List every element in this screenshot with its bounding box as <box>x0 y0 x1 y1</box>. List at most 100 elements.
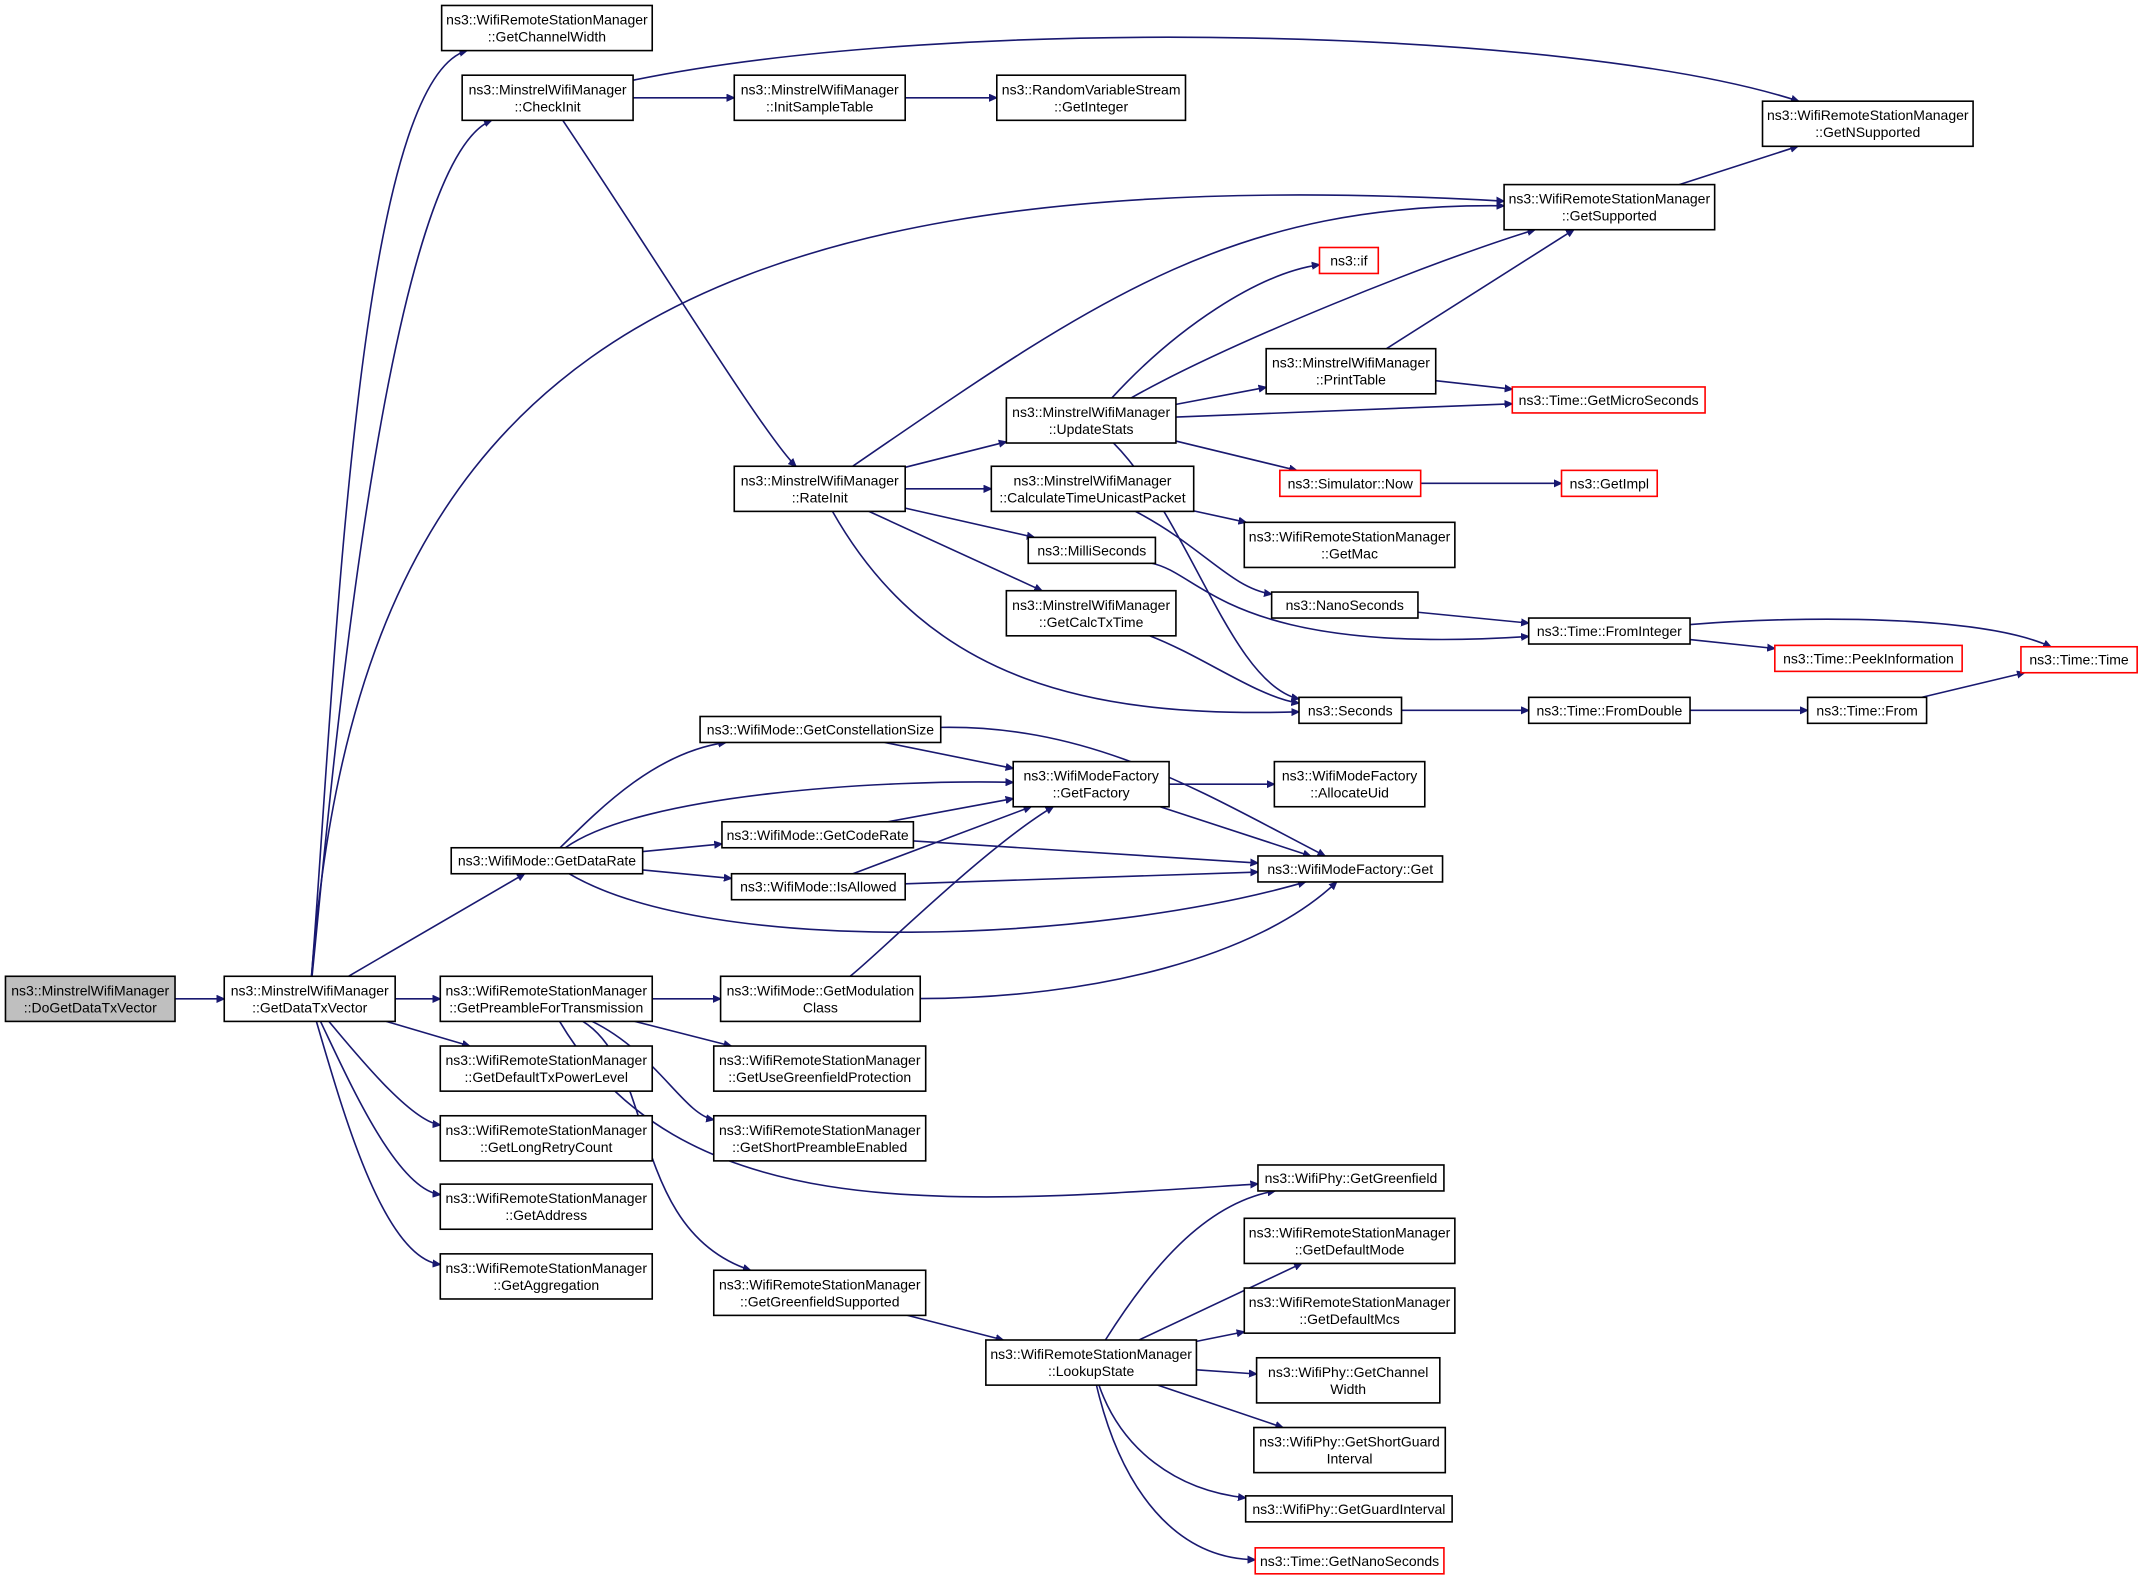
node-label: ::CalculateTimeUnicastPacket <box>999 489 1185 505</box>
node-box <box>712 1114 927 1162</box>
edge-lookup-to-phychanwidth <box>1196 1369 1256 1374</box>
node-getaggregation[interactable]: ns3::WifiRemoteStationManager::GetAggreg… <box>439 1253 654 1300</box>
node-simnow[interactable]: ns3::Simulator::Now <box>1279 469 1422 498</box>
node-label: ns3::MinstrelWifiManager <box>1014 472 1172 488</box>
node-box <box>1005 397 1177 444</box>
node-timetime[interactable]: ns3::Time::Time <box>2020 645 2138 674</box>
node-lookup[interactable]: ns3::WifiRemoteStationManager::LookupSta… <box>985 1339 1198 1386</box>
node-phyguard[interactable]: ns3::WifiPhy::GetGuardInterval <box>1244 1495 1453 1523</box>
node-label: ns3::Time::Time <box>2029 652 2129 668</box>
node-label: ns3::Time::FromInteger <box>1537 623 1682 639</box>
node-phygreen[interactable]: ns3::WifiPhy::GetGreenfield <box>1257 1164 1445 1192</box>
node-label: ::GetPreambleForTransmission <box>449 999 643 1015</box>
edge-getdatarate-to-constsize <box>559 742 726 849</box>
node-getmicro[interactable]: ns3::Time::GetMicroSeconds <box>1511 386 1706 414</box>
node-nsif[interactable]: ns3::if <box>1318 246 1380 275</box>
node-box <box>1254 1547 1445 1575</box>
edge-getdatarate-to-getcoderate <box>642 844 722 853</box>
edge-constsize-to-getfactory <box>884 741 1013 768</box>
node-label: ns3::WifiMode::GetModulation <box>727 982 915 998</box>
node-getaddress[interactable]: ns3::WifiRemoteStationManager::GetAddres… <box>439 1183 654 1231</box>
node-getchanwidth[interactable]: ns3::WifiRemoteStationManager::GetChanne… <box>440 4 654 52</box>
edge-rateinit-to-updatestats <box>904 442 1006 469</box>
node-updatestats[interactable]: ns3::MinstrelWifiManager::UpdateStats <box>1005 397 1177 444</box>
node-timefrom[interactable]: ns3::Time::From <box>1806 696 1928 725</box>
node-milli[interactable]: ns3::MilliSeconds <box>1027 536 1157 565</box>
edge-getcoderate-to-getfactory <box>887 799 1013 823</box>
node-getgreensupp[interactable]: ns3::WifiRemoteStationManager::GetGreenf… <box>712 1269 927 1317</box>
node-box <box>1270 591 1419 619</box>
node-frominteger[interactable]: ns3::Time::FromInteger <box>1527 617 1691 645</box>
node-getusegreen[interactable]: ns3::WifiRemoteStationManager::GetUseGre… <box>712 1045 927 1092</box>
node-getdatarate[interactable]: ns3::WifiMode::GetDataRate <box>450 846 644 875</box>
node-getdefmcs[interactable]: ns3::WifiRemoteStationManager::GetDefaul… <box>1243 1287 1456 1334</box>
node-nano[interactable]: ns3::NanoSeconds <box>1270 591 1419 619</box>
node-peekinfo[interactable]: ns3::Time::PeekInformation <box>1774 644 1963 673</box>
node-label: Width <box>1330 1381 1366 1397</box>
edge-lookup-to-getnano <box>1095 1384 1255 1560</box>
node-doget[interactable]: ns3::MinstrelWifiManager::DoGetDataTxVec… <box>4 975 176 1023</box>
node-rateinit[interactable]: ns3::MinstrelWifiManager::RateInit <box>733 465 906 513</box>
node-box <box>1298 696 1403 725</box>
node-label: ::GetChannelWidth <box>488 29 606 45</box>
node-box <box>1527 696 1691 725</box>
node-getcoderate[interactable]: ns3::WifiMode::GetCodeRate <box>721 820 915 849</box>
node-box <box>1243 521 1456 569</box>
node-getdefpower[interactable]: ns3::WifiRemoteStationManager::GetDefaul… <box>439 1045 654 1092</box>
node-getmac[interactable]: ns3::WifiRemoteStationManager::GetMac <box>1243 521 1456 569</box>
node-fromdouble[interactable]: ns3::Time::FromDouble <box>1527 696 1691 725</box>
edge-isallowed-to-getfactory <box>852 807 1031 875</box>
node-initsample[interactable]: ns3::MinstrelWifiManager::InitSampleTabl… <box>733 74 906 122</box>
node-label: ns3::WifiRemoteStationManager <box>445 1122 647 1138</box>
node-box <box>1243 1287 1456 1334</box>
node-label: ns3::WifiRemoteStationManager <box>1767 107 1969 123</box>
edge-rateinit-to-milli <box>905 507 1034 537</box>
node-label: ::GetSupported <box>1562 208 1657 224</box>
node-label: ::RateInit <box>792 489 848 505</box>
node-box <box>2020 645 2138 674</box>
edge-checkinit-to-getnsupported <box>632 36 1799 101</box>
edge-getfactory-to-factoryget <box>1159 805 1310 856</box>
node-getdatatx[interactable]: ns3::MinstrelWifiManager::GetDataTxVecto… <box>223 975 396 1023</box>
node-getlongretry[interactable]: ns3::WifiRemoteStationManager::GetLongRe… <box>439 1114 654 1162</box>
node-getcalctx[interactable]: ns3::MinstrelWifiManager::GetCalcTxTime <box>1005 589 1177 637</box>
node-getnsupported[interactable]: ns3::WifiRemoteStationManager::GetNSuppo… <box>1761 100 1974 148</box>
node-label: ns3::WifiRemoteStationManager <box>990 1346 1192 1362</box>
node-getdefmode[interactable]: ns3::WifiRemoteStationManager::GetDefaul… <box>1243 1217 1456 1265</box>
node-getpreamble[interactable]: ns3::WifiRemoteStationManager::GetPreamb… <box>439 975 654 1023</box>
node-label: ns3::WifiModeFactory::Get <box>1267 861 1433 877</box>
node-seconds[interactable]: ns3::Seconds <box>1298 696 1403 725</box>
node-label: ns3::WifiMode::GetCodeRate <box>727 827 909 843</box>
edge-getdatarate-to-getfactory <box>564 782 1013 849</box>
node-label: ::GetNSupported <box>1815 124 1920 140</box>
edge-calctime-to-nano <box>1135 510 1272 594</box>
edge-lookup-to-getdefmcs <box>1196 1332 1244 1343</box>
node-randint[interactable]: ns3::RandomVariableStream::GetInteger <box>995 74 1187 122</box>
node-checkinit[interactable]: ns3::MinstrelWifiManager::CheckInit <box>461 74 634 122</box>
node-label: ns3::WifiMode::GetConstellationSize <box>707 721 934 737</box>
node-label: ns3::Time::GetNanoSeconds <box>1260 1553 1439 1569</box>
node-label: ::DoGetDataTxVector <box>24 999 157 1015</box>
node-isallowed[interactable]: ns3::WifiMode::IsAllowed <box>730 872 906 901</box>
node-calctime[interactable]: ns3::MinstrelWifiManager::CalculateTimeU… <box>990 465 1195 513</box>
node-label: ns3::WifiMode::GetDataRate <box>458 853 636 869</box>
node-getimpl[interactable]: ns3::GetImpl <box>1560 469 1659 498</box>
node-factoryget[interactable]: ns3::WifiModeFactory::Get <box>1257 855 1444 883</box>
node-getfactory[interactable]: ns3::WifiModeFactory::GetFactory <box>1012 760 1170 808</box>
edge-getdatatx-to-getaddress <box>319 1021 441 1194</box>
node-phychanwidth[interactable]: ns3::WifiPhy::GetChannelWidth <box>1255 1356 1441 1404</box>
node-label: ns3::MinstrelWifiManager <box>1012 404 1170 420</box>
node-getshortpre[interactable]: ns3::WifiRemoteStationManager::GetShortP… <box>712 1114 927 1162</box>
node-printtable[interactable]: ns3::MinstrelWifiManager::PrintTable <box>1265 347 1437 395</box>
node-box <box>712 1045 927 1092</box>
node-box <box>1243 1217 1456 1265</box>
node-label: Interval <box>1327 1451 1373 1467</box>
node-label: ns3::WifiRemoteStationManager <box>445 1052 647 1068</box>
node-constsize[interactable]: ns3::WifiMode::GetConstellationSize <box>699 715 942 744</box>
node-label: ns3::WifiRemoteStationManager <box>445 1190 647 1206</box>
node-getnano[interactable]: ns3::Time::GetNanoSeconds <box>1254 1547 1445 1575</box>
node-getsupported[interactable]: ns3::WifiRemoteStationManager::GetSuppor… <box>1503 183 1716 231</box>
node-allocuid[interactable]: ns3::WifiModeFactory::AllocateUid <box>1273 760 1426 808</box>
